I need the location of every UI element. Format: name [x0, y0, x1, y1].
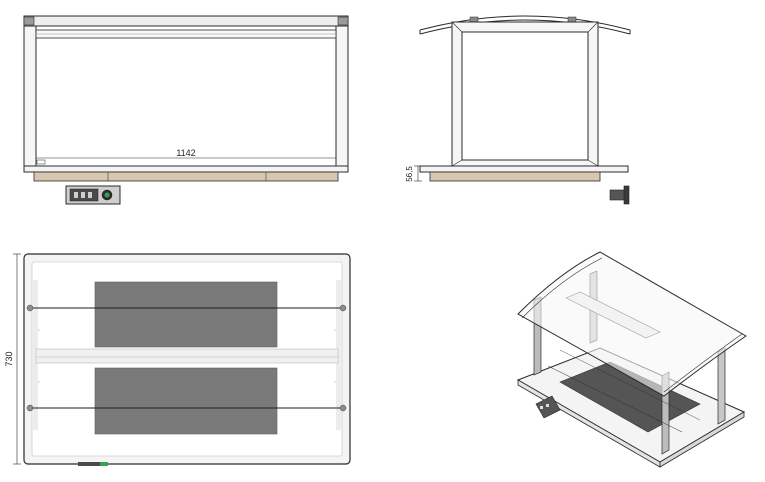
front-post-left [23, 25, 37, 171]
top-center-rail [35, 348, 339, 364]
side-connector [609, 189, 627, 201]
height-dimension-label: 56,5 [405, 166, 414, 182]
side-view: 56,5 [405, 15, 631, 205]
isometric-view [516, 251, 747, 468]
depth-dimension-label: 730 [4, 351, 14, 366]
top-view: 730 [4, 253, 351, 466]
top-glass-panel-upper [94, 281, 278, 348]
control-panel-front [65, 185, 121, 205]
iso-post-front-right [717, 347, 726, 425]
front-top-cap-left [23, 16, 35, 26]
front-top-cap-right [337, 16, 349, 26]
side-canopy [419, 15, 631, 31]
iso-canopy [517, 251, 747, 397]
front-shelf [23, 165, 349, 173]
top-glass-panel-lower [94, 367, 278, 435]
front-view: 1142 [23, 15, 349, 205]
front-top-bar [23, 15, 349, 27]
iso-control-box [535, 395, 561, 419]
front-wood-base [33, 171, 339, 182]
front-post-right [335, 25, 349, 171]
side-frame-inner [461, 31, 589, 161]
top-connector [78, 462, 106, 466]
width-dimension-label: 1142 [176, 148, 195, 158]
side-wood-base [429, 171, 601, 182]
side-shelf [419, 165, 629, 173]
